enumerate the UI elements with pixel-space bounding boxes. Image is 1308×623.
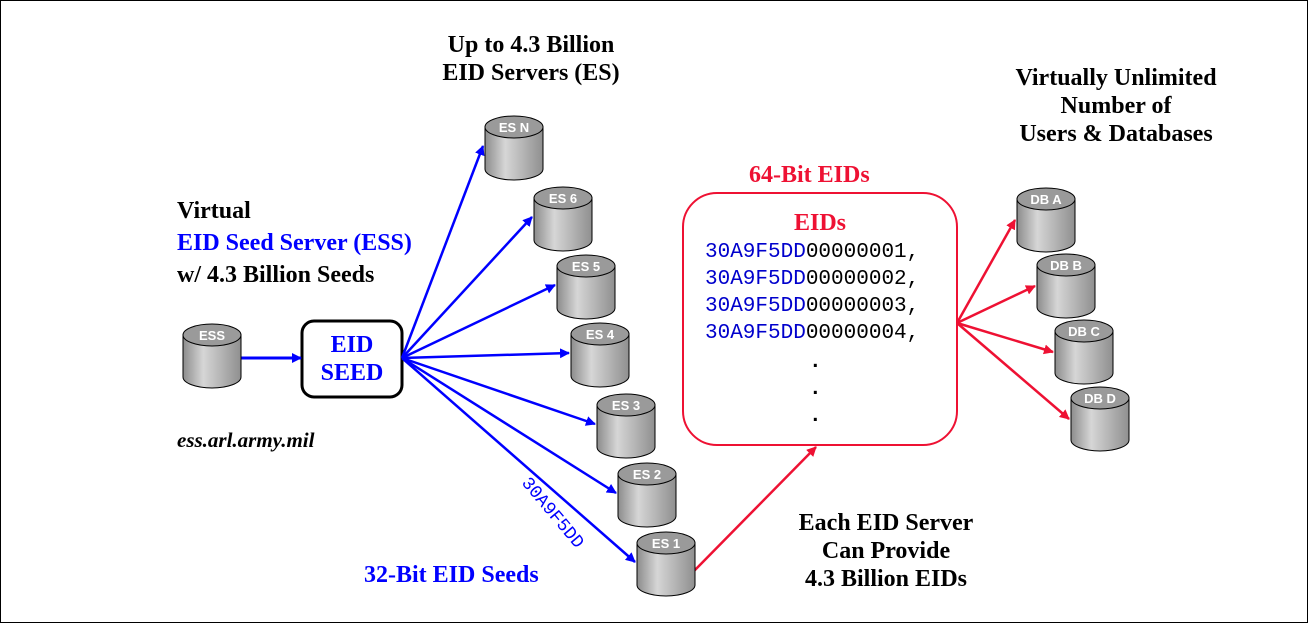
eid-suffix: 00000002,	[805, 268, 920, 291]
eid-suffix: 00000004,	[805, 322, 920, 345]
arrow-seed-to-es-1	[401, 357, 636, 563]
server-es-1-cylinder: ES 1	[636, 531, 696, 597]
each-line3: 4.3 Billion EIDs	[804, 566, 968, 592]
server-es-2-cylinder: ES 2	[617, 462, 677, 528]
eid-prefix: 30A9F5DD	[705, 322, 806, 345]
eid-row: 30A9F5DD00000002,	[705, 266, 919, 293]
eid-row: 30A9F5DD00000001,	[705, 239, 919, 266]
db-db-a-cylinder: DB A	[1016, 187, 1076, 253]
cylinders: ESS ES N ES 6 ES 5 ES 4 ES 3 ES 2 ES 1 DB A DB B D…	[182, 115, 1130, 597]
seed-bits-label: 32-Bit EID Seeds	[364, 562, 539, 588]
eid-list: 30A9F5DD00000001,30A9F5DD00000002,30A9F5…	[705, 239, 919, 347]
server-es-5-cylinder: ES 5	[556, 254, 616, 320]
db-db-c-cylinder-label: DB C	[1068, 324, 1100, 339]
eid-prefix: 30A9F5DD	[705, 241, 806, 264]
db-db-b-cylinder: DB B	[1036, 253, 1096, 319]
ess-cylinder: ESS	[182, 323, 242, 389]
db-db-b-cylinder-label: DB B	[1050, 258, 1082, 273]
server-es-5-cylinder-label: ES 5	[572, 259, 600, 274]
ess-cylinder-label: ESS	[199, 328, 225, 343]
server-es-n-cylinder: ES N	[484, 115, 544, 181]
server-es-1-cylinder-label: ES 1	[652, 536, 680, 551]
eid-suffix: 00000001,	[805, 241, 920, 264]
eids-to-db-arrows	[955, 219, 1070, 420]
eid-prefix: 30A9F5DD	[705, 268, 806, 291]
users-header-line3: Users & Databases	[1019, 121, 1213, 147]
seed-to-server-arrows	[400, 145, 636, 563]
arrow-eids-to-db-d	[956, 322, 1070, 420]
eid-seed-line1: EID	[330, 332, 374, 358]
db-db-a-cylinder-label: DB A	[1030, 192, 1062, 207]
db-db-d-cylinder-label: DB D	[1084, 391, 1116, 406]
eid-bits-label: 64-Bit EIDs	[749, 162, 870, 188]
arrow-seed-to-es-3	[401, 356, 596, 426]
users-header: Virtually Unlimited Number of Users & Da…	[1001, 64, 1231, 148]
eid-dot: .	[809, 351, 822, 374]
ess-host-label: ess.arl.army.mil	[177, 428, 315, 452]
db-db-c-cylinder: DB C	[1054, 319, 1114, 385]
server-es-4-cylinder-label: ES 4	[586, 327, 615, 342]
users-header-line2: Number of	[1060, 93, 1172, 119]
users-header-line1: Virtually Unlimited	[1015, 65, 1217, 91]
server-es-6-cylinder: ES 6	[533, 186, 593, 252]
server-es-3-cylinder-label: ES 3	[612, 398, 640, 413]
arrow-eids-to-db-a	[955, 219, 1017, 324]
server-es-6-cylinder-label: ES 6	[549, 191, 577, 206]
each-line2: Can Provide	[821, 538, 951, 564]
db-db-d-cylinder: DB D	[1070, 386, 1130, 452]
ess-name-label: EID Seed Server (ESS)	[177, 230, 412, 256]
arrow-seed-to-es-4	[401, 348, 570, 360]
arrow-eids-to-db-c	[956, 321, 1054, 355]
arrow-seed-to-es-6	[401, 216, 533, 359]
eid-dot: .	[809, 378, 822, 401]
each-line1: Each EID Server	[798, 510, 974, 536]
eid-row: 30A9F5DD00000004,	[705, 320, 919, 347]
each-server-note: Each EID Server Can Provide 4.3 Billion …	[741, 509, 1031, 593]
server-es-n-cylinder-label: ES N	[499, 120, 529, 135]
eid-dot: .	[809, 405, 822, 428]
arrow-seed-to-es-5	[401, 283, 556, 360]
server-es-4-cylinder: ES 4	[570, 322, 630, 388]
eids-box	[682, 192, 958, 446]
ess-virtual-label: Virtual	[177, 198, 251, 224]
arrow-seed-to-es-2	[401, 356, 617, 495]
eid-seed-text: EID SEED	[302, 331, 402, 387]
server-es-3-cylinder: ES 3	[596, 393, 656, 459]
eid-prefix: 30A9F5DD	[705, 295, 806, 318]
es-header-line1: Up to 4.3 Billion	[447, 32, 615, 58]
ess-seeds-label: w/ 4.3 Billion Seeds	[177, 262, 375, 288]
eid-row: 30A9F5DD00000003,	[705, 293, 919, 320]
server-es-2-cylinder-label: ES 2	[633, 467, 661, 482]
arrow-eids-to-db-b	[956, 284, 1036, 325]
eids-title: EIDs	[793, 210, 847, 236]
es-header-line2: EID Servers (ES)	[442, 60, 620, 86]
arrow-seed-to-es-n	[400, 145, 485, 359]
es-header: Up to 4.3 Billion EID Servers (ES)	[401, 31, 661, 87]
seed-value-label: 30A9F5DD	[516, 474, 587, 553]
eid-continuation-dots: ...	[809, 349, 829, 430]
arrow-es1-to-eids	[693, 446, 817, 572]
eid-suffix: 00000003,	[805, 295, 920, 318]
eid-seed-line2: SEED	[320, 360, 384, 386]
